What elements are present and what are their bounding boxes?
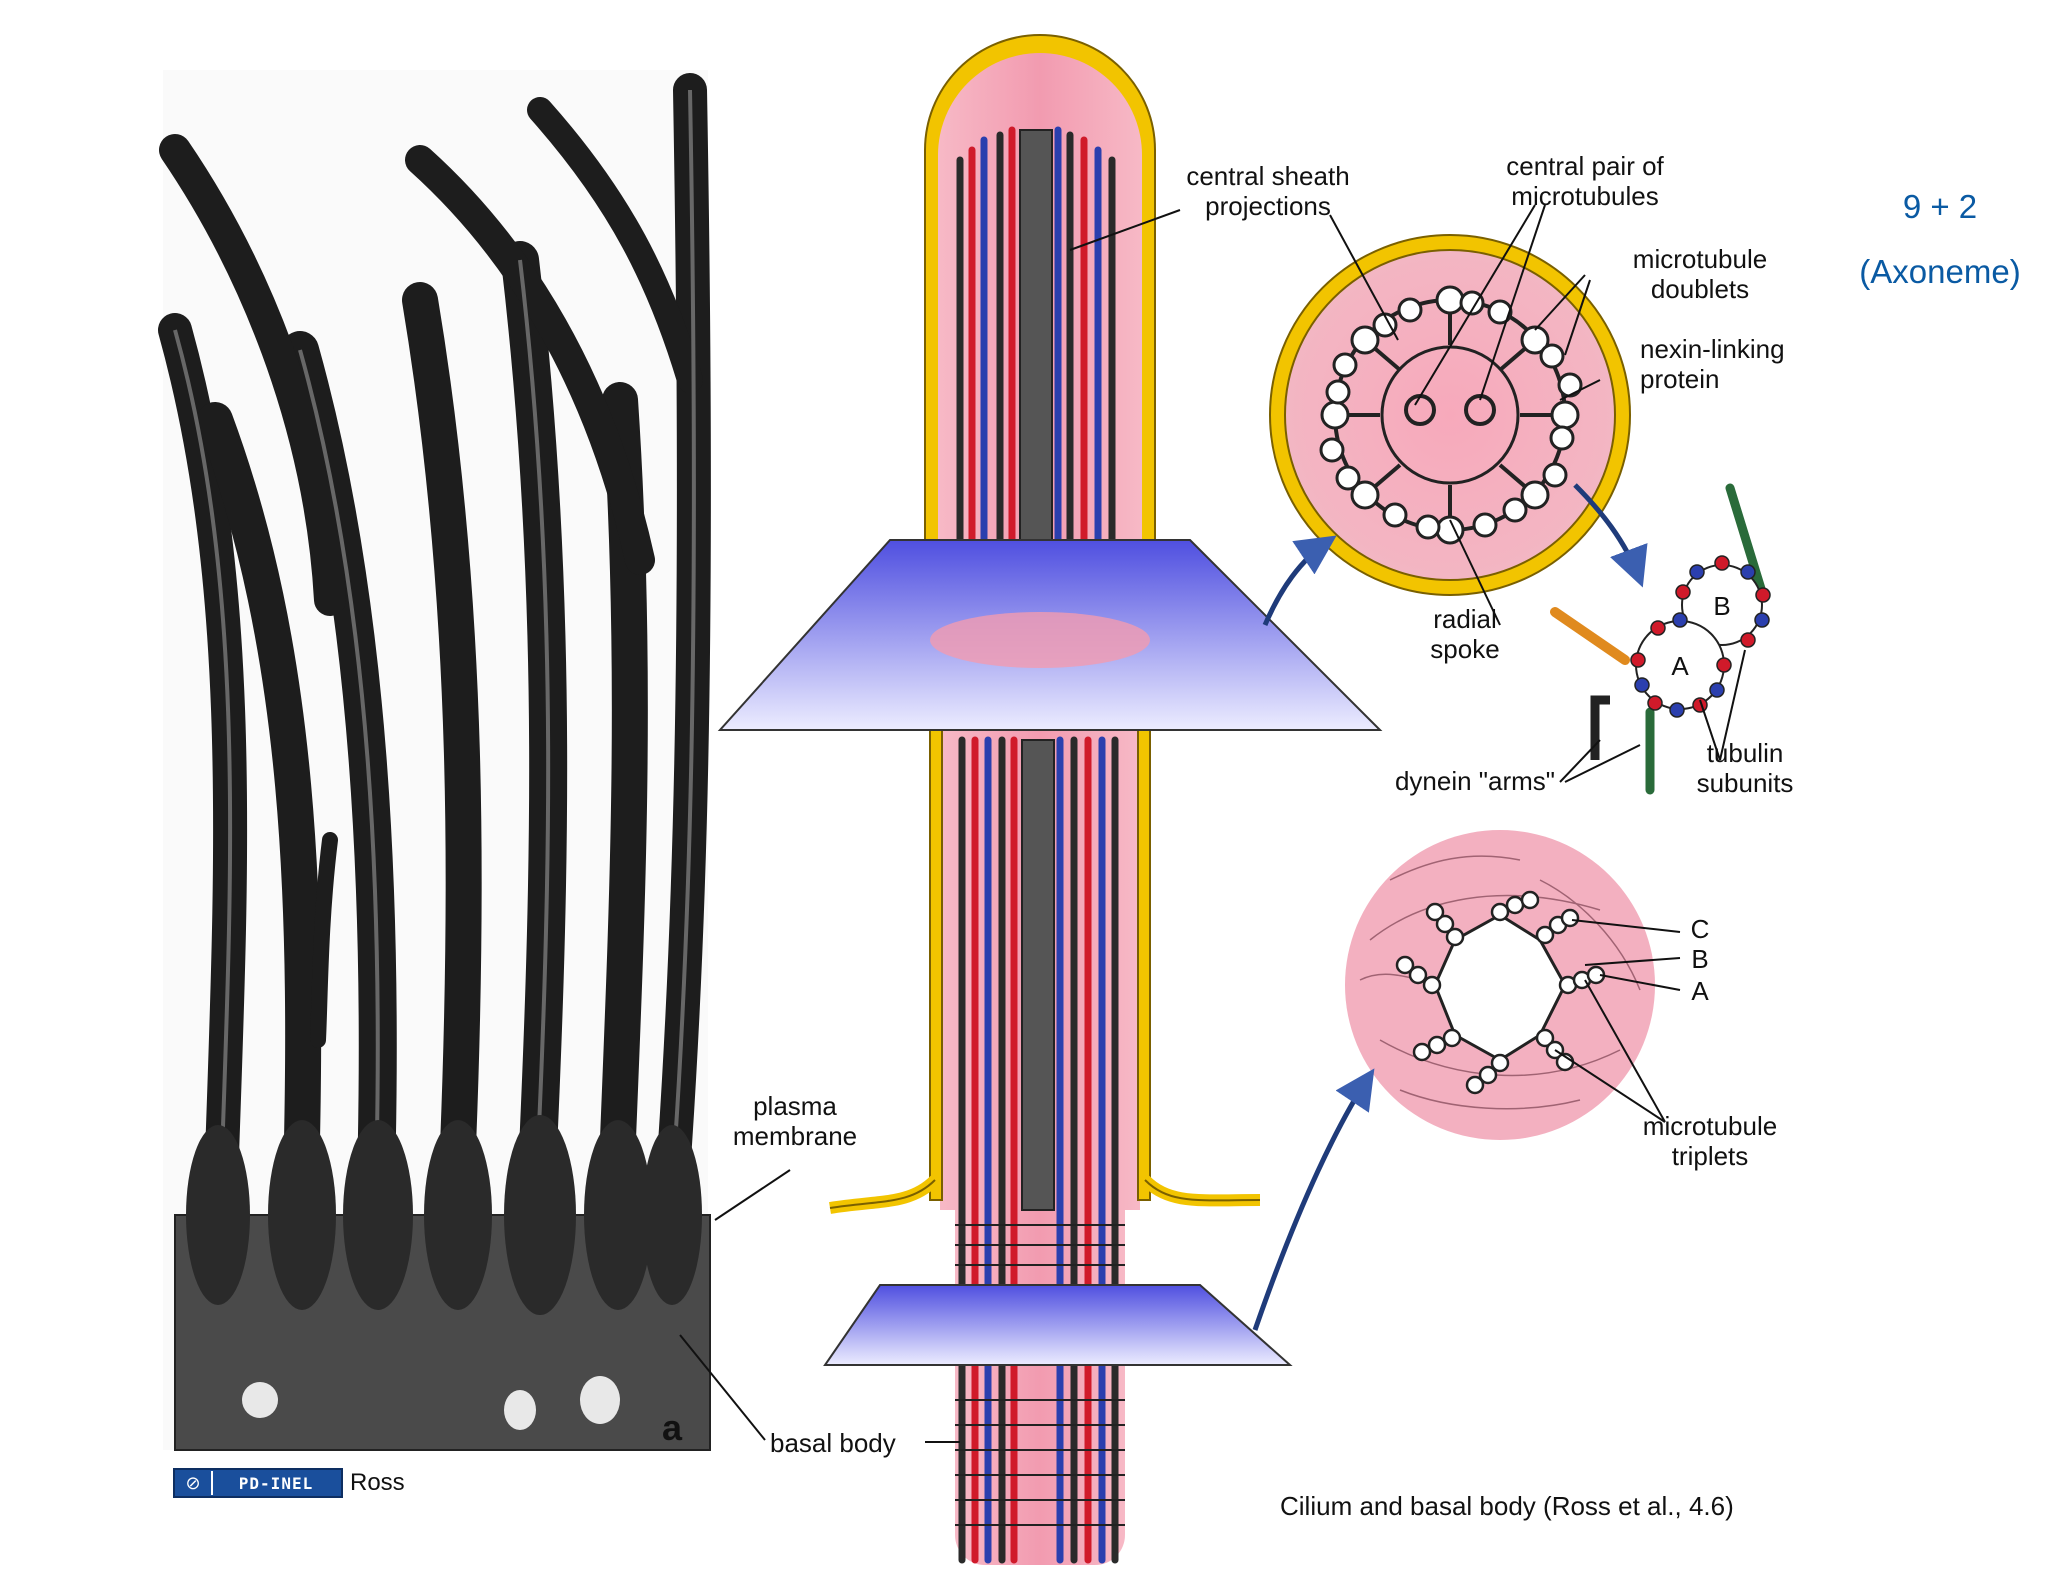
sidebar-note-line2: (Axoneme): [1859, 253, 2020, 290]
leader-lines: [679, 204, 1746, 1443]
label-doublets-2: doublets: [1651, 274, 1749, 304]
label-radial-2: spoke: [1430, 634, 1499, 664]
label-central-sheath-1: central sheath: [1186, 161, 1349, 191]
label-nexin-1: nexin-linking: [1640, 334, 1785, 364]
label-central-sheath-2: projections: [1205, 191, 1331, 221]
axoneme-cross-section: [1269, 234, 1631, 596]
label-triplet-b: B: [1691, 944, 1708, 974]
arrows: [1252, 483, 1648, 1331]
label-central-pair-2: microtubules: [1511, 181, 1658, 211]
label-plasma-2: membrane: [733, 1121, 857, 1151]
label-radial-1: radial: [1433, 604, 1497, 634]
figure-caption: Cilium and basal body (Ross et al., 4.6): [1280, 1491, 1734, 1521]
basal-body-cross-section: [1345, 830, 1655, 1140]
license-badge[interactable]: ⊘ PD-INEL: [173, 1468, 343, 1498]
label-basal-body: basal body: [770, 1428, 896, 1458]
label-dynein: dynein "arms": [1395, 766, 1555, 796]
tubule-b-label: B: [1713, 591, 1730, 621]
doublet-detail: B A: [1550, 483, 1771, 795]
cc-icon: ⊘: [185, 1472, 201, 1494]
label-nexin-2: protein: [1640, 364, 1720, 394]
electron-micrograph: a: [158, 70, 711, 1451]
label-tubulin-1: tubulin: [1707, 738, 1784, 768]
label-doublets-1: microtubule: [1633, 244, 1767, 274]
sidebar-note-line1: 9 + 2: [1903, 188, 1977, 225]
micrograph-panel-letter: a: [662, 1407, 683, 1448]
label-plasma-1: plasma: [753, 1091, 837, 1121]
cilium-3d-model: [717, 34, 1383, 1565]
label-triplets-2: triplets: [1672, 1141, 1749, 1171]
tubule-a-label: A: [1671, 651, 1689, 681]
label-tubulin-2: subunits: [1697, 768, 1794, 798]
license-badge-text: PD-INEL: [211, 1471, 339, 1495]
image-credit: Ross: [350, 1469, 405, 1496]
label-central-pair-1: central pair of: [1506, 151, 1664, 181]
diagram-labels: central sheath projections central pair …: [733, 151, 1794, 1521]
label-triplet-a: A: [1691, 976, 1709, 1006]
label-triplets-1: microtubule: [1643, 1111, 1777, 1141]
label-triplet-c: C: [1691, 914, 1710, 944]
